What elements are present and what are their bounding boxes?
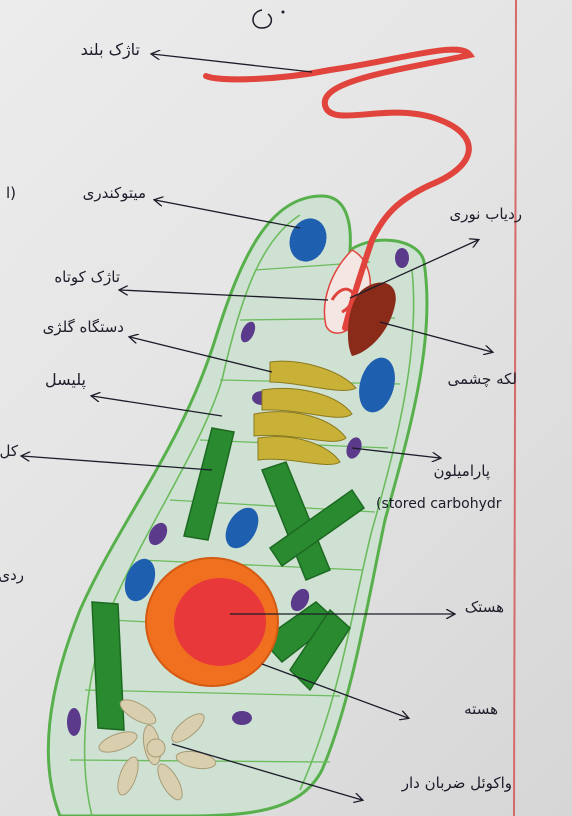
label-nucleolus: هستک	[465, 598, 504, 616]
label-paramylon-note: (stored carbohydr	[376, 496, 502, 512]
label-cut-left-paren: (ا	[6, 184, 16, 202]
pointer-flagellum-long	[152, 54, 312, 72]
nucleolus	[174, 578, 266, 666]
label-paramylon: پارامیلون	[434, 462, 490, 480]
label-contractile-vacuole: واکوئل ضربان دار	[402, 774, 512, 792]
page-scribble	[253, 10, 271, 28]
label-nucleus: هسته	[464, 700, 498, 718]
label-pellicle: پلیسل	[45, 370, 86, 389]
label-photoreceptor: ردیاب نوری	[450, 205, 522, 223]
label-cut-left-row: ردی	[0, 566, 24, 584]
label-cut-chloroplast: کل	[0, 442, 18, 460]
label-mitochondria: میتوکندری	[83, 184, 146, 202]
page-scribble-dot	[282, 11, 285, 14]
label-flagellum-long: تاژک بلند	[81, 40, 140, 59]
label-eyespot: لکه چشمی	[448, 370, 518, 388]
label-flagellum-short: تاژک کوتاه	[54, 268, 120, 286]
label-golgi: دستگاه گلژی	[43, 318, 124, 336]
margin-line	[514, 0, 516, 816]
